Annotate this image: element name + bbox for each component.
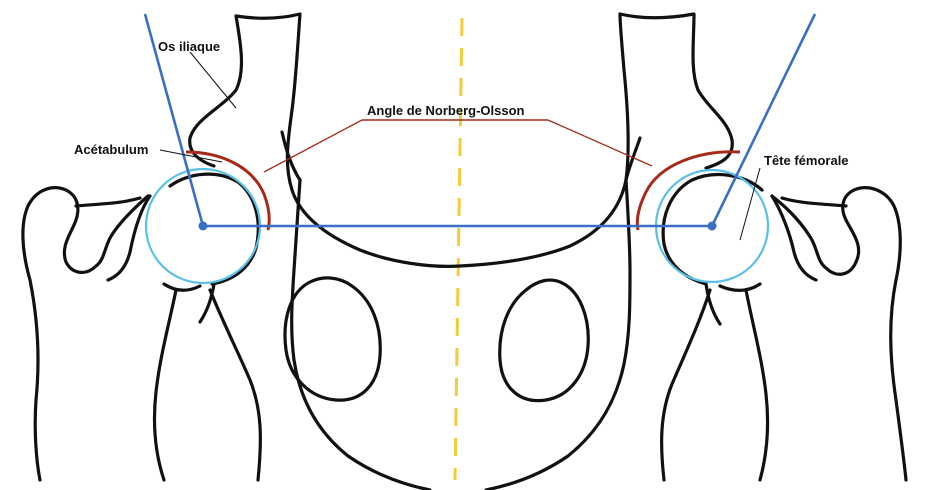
os-iliaque-leader — [189, 51, 237, 109]
angle-leader-right — [547, 119, 653, 167]
right-pelvis-outline — [484, 12, 908, 490]
left-pelvis-outline — [21, 12, 630, 490]
left-obturator — [283, 276, 382, 402]
left-femur-outline — [21, 186, 216, 482]
angle-leader-left — [263, 119, 363, 173]
label-angle: Angle de Norberg-Olsson — [367, 103, 525, 118]
label-acetabulum: Acétabulum — [74, 142, 148, 157]
right-acetabulum-arc — [635, 150, 741, 231]
right-obturator — [498, 278, 590, 403]
left-acetabulum-socket — [168, 172, 260, 286]
right-femur-top — [780, 196, 848, 208]
left-acetabulum-arc — [185, 150, 271, 231]
right-femur-neck — [770, 194, 818, 282]
midline-dashed — [453, 17, 464, 481]
right-center-dot — [707, 221, 717, 231]
left-ilium-inner-edge — [280, 130, 302, 182]
acetabulum-leader — [159, 149, 223, 163]
right-acetabulum-socket — [661, 172, 764, 286]
label-tete-femorale: Tête fémorale — [764, 153, 849, 168]
left-ischium — [152, 178, 432, 490]
left-femur-neck — [106, 194, 152, 282]
tete-femorale-leader — [739, 167, 761, 241]
left-ilium-top — [234, 12, 630, 268]
right-ischium — [484, 178, 770, 490]
left-center-dot — [198, 221, 208, 231]
right-ilium-edge — [618, 12, 734, 170]
right-angle-arm — [710, 13, 817, 227]
right-femur-outline — [704, 186, 908, 482]
label-os-iliaque: Os iliaque — [158, 39, 220, 54]
left-femur-top — [74, 196, 142, 208]
left-angle-arm — [143, 13, 205, 227]
